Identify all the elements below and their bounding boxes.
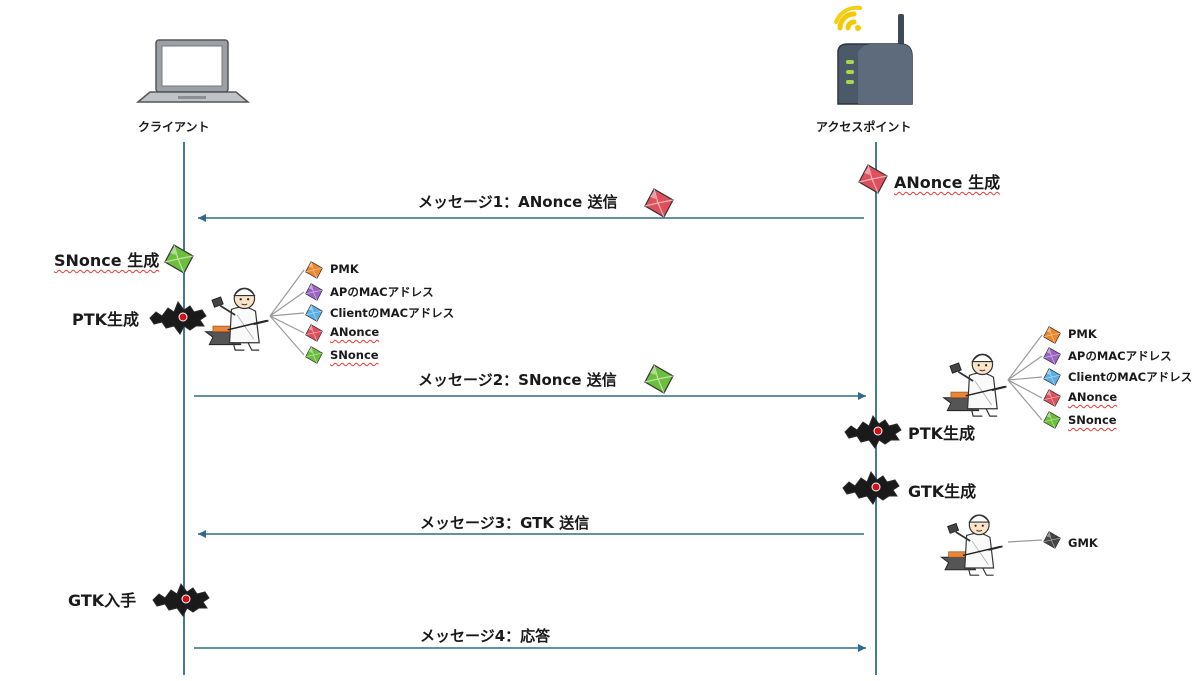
ptk-key-icon	[149, 301, 207, 335]
ingredient-snonce: SNonce	[1068, 413, 1117, 427]
client-mac-gem-icon	[305, 304, 323, 322]
message-1-label: メッセージ1：ANonce 送信	[418, 193, 618, 211]
laptop-icon	[135, 39, 251, 103]
ingredient-pmk: PMK	[1068, 327, 1097, 341]
snonce-gem-icon	[644, 364, 674, 394]
client-ingredient-connectors	[269, 269, 305, 356]
snonce-gem-icon	[305, 346, 323, 364]
ingredient-client-mac: ClientのMACアドレス	[1068, 370, 1193, 384]
ap-mac-gem-icon	[305, 283, 323, 301]
anonce-gem-icon	[305, 324, 323, 342]
anonce-gem-icon	[644, 188, 674, 218]
pmk-gem-icon	[305, 261, 323, 279]
snonce-gem-icon	[1043, 411, 1061, 429]
gmk-connector	[1007, 539, 1043, 543]
gtk-key-icon	[152, 583, 210, 617]
ingredient-gmk: GMK	[1068, 536, 1098, 550]
blacksmith-icon	[940, 513, 1004, 577]
blacksmith-icon	[942, 353, 1008, 418]
message-3-label: メッセージ3：GTK 送信	[420, 514, 590, 532]
ingredient-snonce: SNonce	[330, 348, 379, 362]
client-mac-gem-icon	[1043, 368, 1061, 386]
ingredient-ap-mac: APのMACアドレス	[330, 285, 434, 299]
message-2-label: メッセージ2：SNonce 送信	[418, 371, 617, 389]
snonce-generate-label: SNonce 生成	[54, 251, 160, 270]
gtk-obtain-label: GTK入手	[68, 591, 137, 610]
snonce-gem-icon	[164, 244, 194, 274]
ptk-generate-label: PTK生成	[908, 424, 976, 443]
anonce-gem-icon	[1043, 389, 1061, 407]
gmk-gem-icon	[1043, 531, 1061, 549]
ingredient-anonce: ANonce	[330, 325, 380, 339]
ingredient-ap-mac: APのMACアドレス	[1068, 349, 1172, 363]
gtk-generate-label: GTK生成	[908, 482, 977, 501]
client-label: クライアント	[138, 120, 210, 134]
ptk-generate-label: PTK生成	[72, 310, 140, 329]
ingredient-anonce: ANonce	[1068, 390, 1118, 404]
ap-mac-gem-icon	[1043, 347, 1061, 365]
gtk-key-icon	[842, 471, 900, 505]
blacksmith-icon	[204, 287, 270, 352]
anonce-generate-label: ANonce 生成	[894, 173, 1001, 192]
ingredient-client-mac: ClientのMACアドレス	[330, 306, 455, 320]
ingredient-pmk: PMK	[330, 262, 359, 276]
router-icon	[834, 5, 913, 105]
message-4-label: メッセージ4：応答	[420, 627, 551, 645]
ap-ingredient-connectors	[1007, 334, 1043, 421]
ptk-key-icon	[844, 415, 902, 449]
ap-label: アクセスポイント	[816, 120, 912, 134]
anonce-gem-icon	[858, 164, 888, 194]
pmk-gem-icon	[1043, 326, 1061, 344]
wifi-icon	[834, 5, 862, 31]
